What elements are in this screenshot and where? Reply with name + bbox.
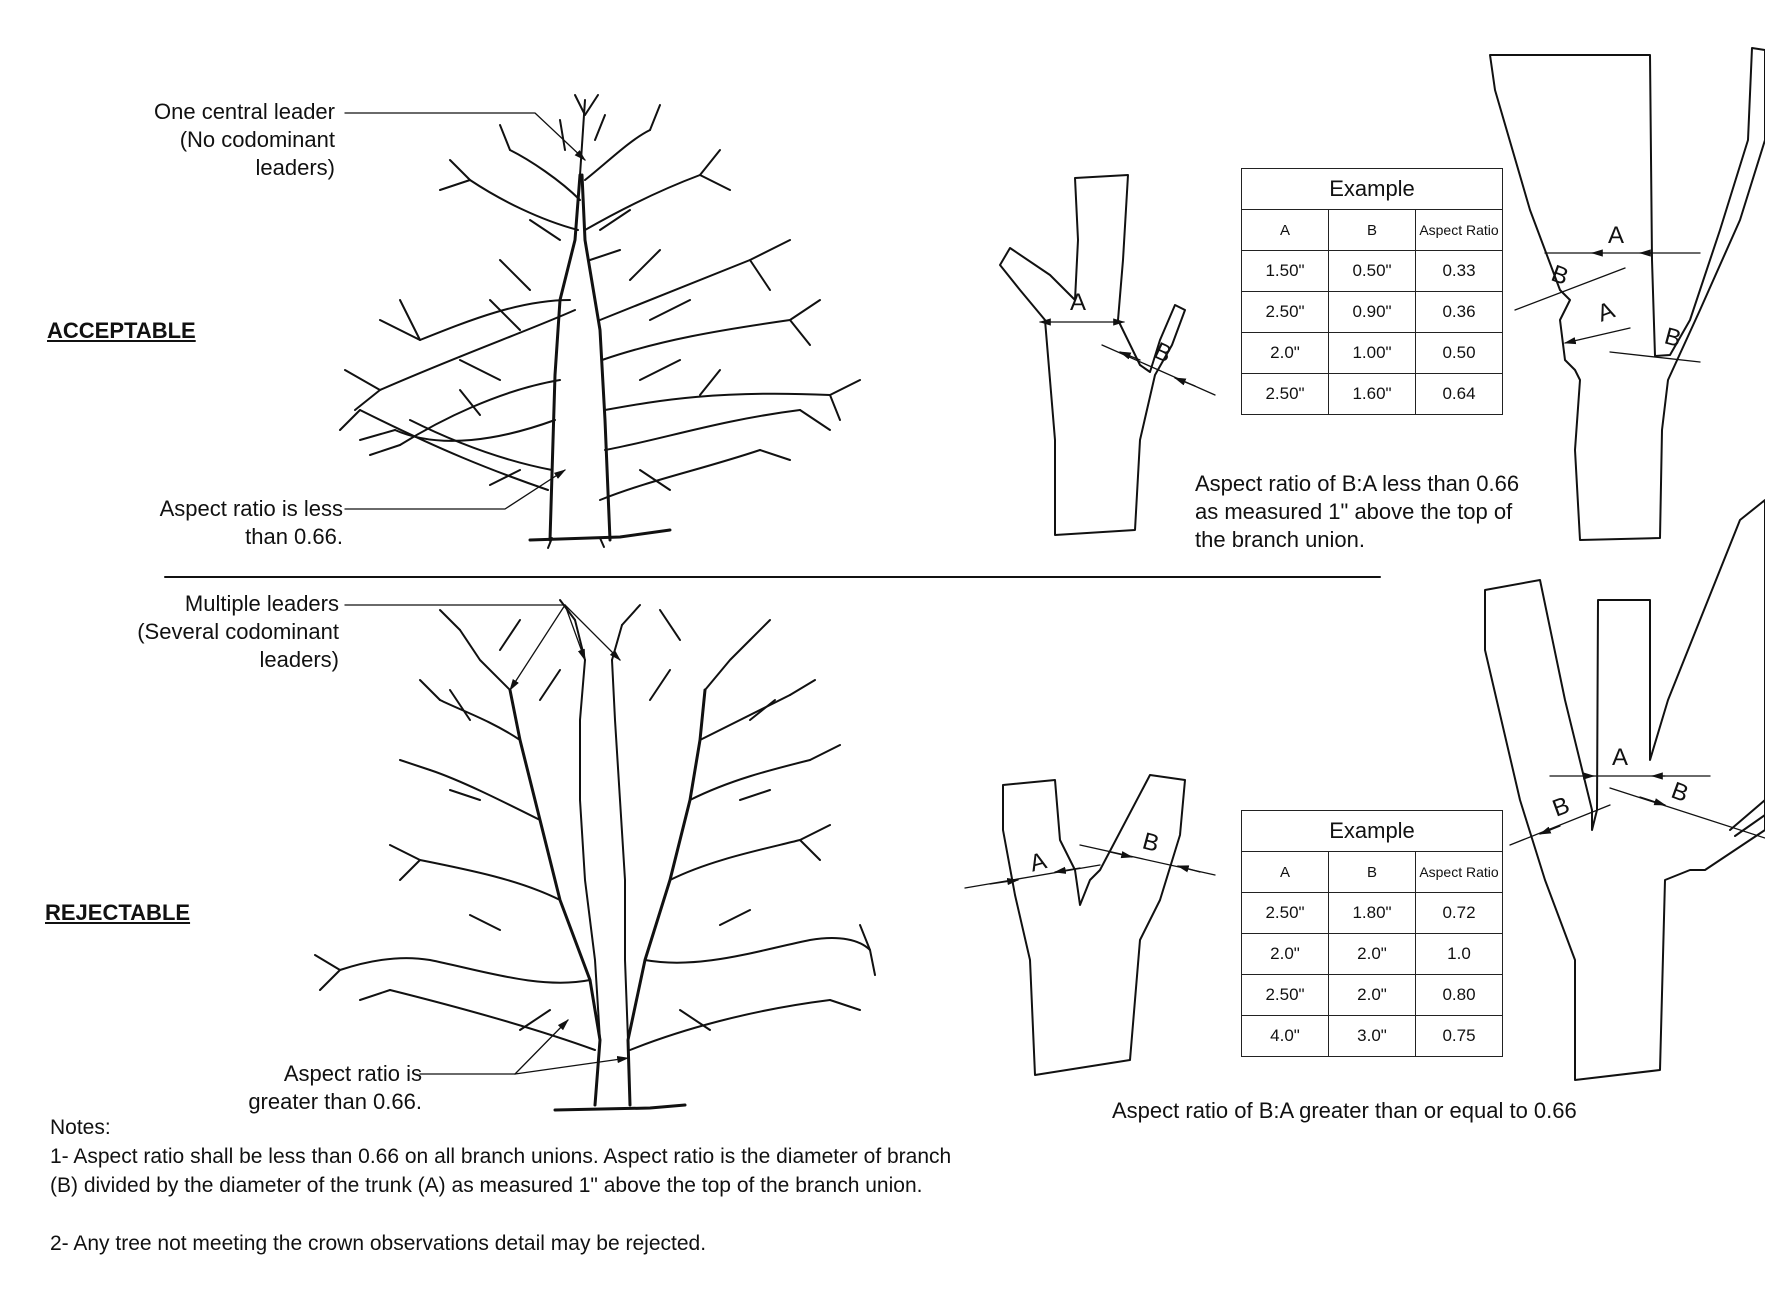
table-row: 4.0" 3.0" 0.75	[1241, 1015, 1503, 1057]
table-row: 2.0" 2.0" 1.0	[1241, 933, 1503, 975]
dim-label-b: B	[1662, 323, 1684, 353]
acceptable-tree-illustration	[339, 94, 861, 549]
multiple-leaders-callout: Multiple leaders (Several codominant lea…	[80, 590, 339, 674]
acceptable-heading: ACCEPTABLE	[47, 318, 196, 343]
notes-heading: Notes:	[50, 1116, 111, 1139]
table-cell: 2.0"	[1328, 974, 1416, 1016]
table-row: 2.50" 1.80" 0.72	[1241, 892, 1503, 934]
table-cell: 2.50"	[1241, 373, 1329, 415]
dim-label-a: A	[1594, 297, 1618, 328]
callout-line: (Several codominant	[137, 619, 339, 644]
aspect-less-callout: Aspect ratio is less than 0.66.	[80, 495, 343, 551]
table-cell: 2.50"	[1241, 974, 1329, 1016]
callout-line: Aspect ratio is less	[159, 496, 343, 521]
table-cell: 2.0"	[1241, 332, 1329, 374]
column-header: A	[1241, 851, 1329, 893]
table-row: 2.50" 1.60" 0.64	[1241, 373, 1503, 415]
table-title: Example	[1241, 168, 1503, 210]
dim-label-b: B	[1140, 828, 1162, 858]
table-title: Example	[1241, 810, 1503, 852]
table-cell: 2.50"	[1241, 291, 1329, 333]
table-cell: 0.36	[1415, 291, 1503, 333]
table-cell: 4.0"	[1241, 1015, 1329, 1057]
callout-line: leaders)	[255, 155, 335, 180]
callout-line: Multiple leaders	[184, 591, 339, 616]
acceptable-example-table: Example A B Aspect Ratio 1.50" 0.50" 0.3…	[1241, 168, 1503, 415]
dim-label-a: A	[1608, 222, 1624, 249]
table-cell: 2.50"	[1241, 892, 1329, 934]
rejectable-tree-illustration	[314, 599, 876, 1112]
dim-label-b: B	[1549, 792, 1573, 823]
table-cell: 0.75	[1415, 1015, 1503, 1057]
note-1-line: (B) divided by the diameter of the trunk…	[50, 1174, 923, 1197]
rejectable-heading: REJECTABLE	[45, 900, 191, 925]
table-cell: 1.00"	[1328, 332, 1416, 374]
leader-line-central	[344, 112, 586, 161]
notes-block: Notes: 1- Aspect ratio shall be less tha…	[50, 1113, 951, 1258]
table-cell: 0.64	[1415, 373, 1503, 415]
table-cell: 0.33	[1415, 250, 1503, 292]
acceptable-caption: Aspect ratio of B:A less than 0.66 as me…	[1195, 470, 1519, 554]
table-cell: 2.0"	[1241, 933, 1329, 975]
leader-line-aspect-acceptable	[344, 469, 567, 510]
caption-line: as measured 1" above the top of	[1195, 499, 1513, 524]
table-cell: 0.50	[1415, 332, 1503, 374]
table-row: 2.50" 2.0" 0.80	[1241, 974, 1503, 1016]
table-row: 1.50" 0.50" 0.33	[1241, 250, 1503, 292]
callout-line: Aspect ratio is	[283, 1061, 422, 1086]
table-cell: 1.50"	[1241, 250, 1329, 292]
table-cell: 0.80	[1415, 974, 1503, 1016]
dim-label-a: A	[1612, 744, 1628, 771]
column-header: B	[1328, 851, 1416, 893]
dim-label-b: B	[1668, 777, 1692, 808]
table-cell: 0.72	[1415, 892, 1503, 934]
dim-label-a: A	[1070, 289, 1086, 316]
table-cell: 0.90"	[1328, 291, 1416, 333]
dim-label-b: B	[1150, 337, 1176, 368]
table-cell: 3.0"	[1328, 1015, 1416, 1057]
table-cell: 1.0	[1415, 933, 1503, 975]
column-header: B	[1328, 209, 1416, 251]
table-cell: 1.80"	[1328, 892, 1416, 934]
central-leader-callout: One central leader (No codominant leader…	[80, 98, 335, 182]
table-cell: 0.50"	[1328, 250, 1416, 292]
note-1-line: 1- Aspect ratio shall be less than 0.66 …	[50, 1145, 952, 1168]
callout-line: One central leader	[154, 99, 335, 124]
acceptable-union-detail-small	[999, 174, 1216, 536]
table-cell: 1.60"	[1328, 373, 1416, 415]
note-2: 2- Any tree not meeting the crown observ…	[50, 1232, 707, 1255]
column-header: Aspect Ratio	[1415, 209, 1503, 251]
rejectable-union-detail-large	[1484, 499, 1765, 1081]
callout-line: greater than 0.66.	[248, 1089, 422, 1114]
caption-line: the branch union.	[1195, 527, 1366, 552]
table-row: 2.0" 1.00" 0.50	[1241, 332, 1503, 374]
column-header: A	[1241, 209, 1329, 251]
column-header: Aspect Ratio	[1415, 851, 1503, 893]
rejectable-caption: Aspect ratio of B:A greater than or equa…	[1112, 1098, 1577, 1123]
table-cell: 2.0"	[1328, 933, 1416, 975]
rejectable-union-detail-small	[964, 774, 1216, 1076]
table-row: 2.50" 0.90" 0.36	[1241, 291, 1503, 333]
caption-line: Aspect ratio of B:A less than 0.66	[1195, 471, 1520, 496]
callout-line: than 0.66.	[245, 524, 343, 549]
dim-label-a: A	[1027, 847, 1049, 877]
acceptable-union-detail-large	[1489, 47, 1765, 541]
rejectable-example-table: Example A B Aspect Ratio 2.50" 1.80" 0.7…	[1241, 810, 1503, 1057]
callout-line: (No codominant	[179, 127, 335, 152]
aspect-greater-callout: Aspect ratio is greater than 0.66.	[150, 1060, 422, 1116]
callout-line: leaders)	[259, 647, 339, 672]
